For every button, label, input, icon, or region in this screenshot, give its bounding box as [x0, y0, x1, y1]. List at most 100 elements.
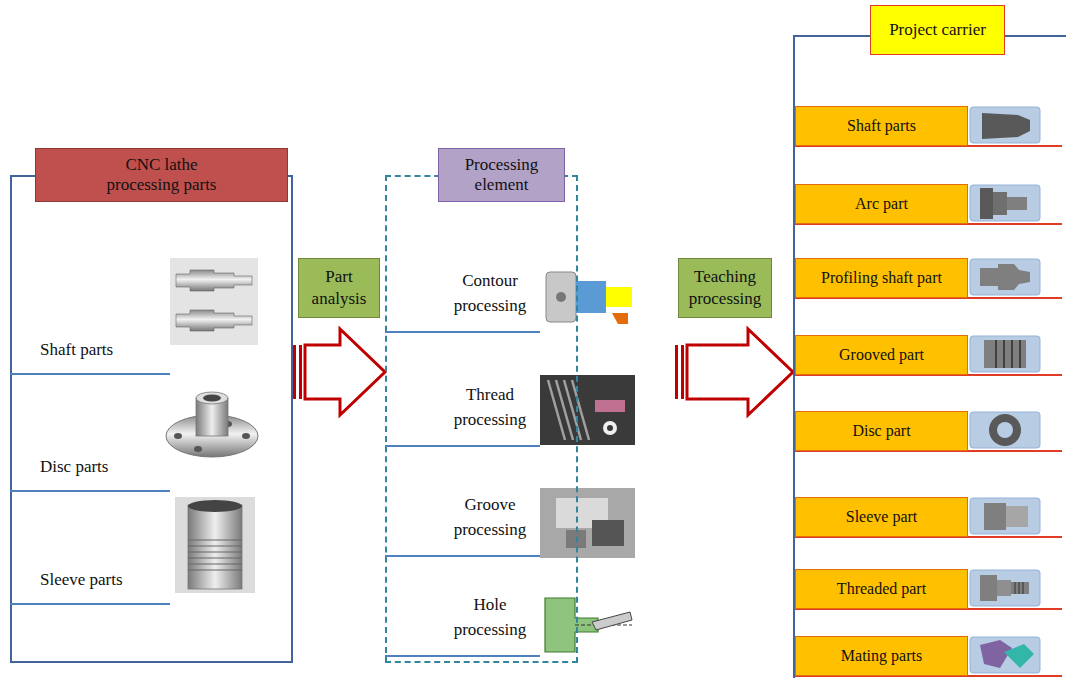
box-label: Disc part: [852, 422, 910, 440]
part-icon-shape: [997, 580, 1011, 596]
hole-picture-shape: [592, 612, 632, 630]
part-icon-shape: [1015, 582, 1023, 594]
box-label: Shaft parts: [847, 117, 916, 135]
part-icon-shape: [989, 414, 1021, 446]
hole-picture-shape: [540, 595, 635, 655]
project-box: Disc part: [795, 411, 968, 451]
item-label: Disc parts: [10, 457, 170, 492]
edge-label: Part analysis: [298, 258, 380, 318]
item-label: Sleeve parts: [10, 570, 170, 605]
arrow-tail-bar: [293, 345, 296, 399]
part-icon-shape: [980, 188, 993, 219]
part-icon-shape: [982, 113, 1030, 139]
part-icon-shape: [970, 336, 1040, 372]
item-label: Hole processing: [385, 592, 540, 657]
sleeve-photo-shape: [188, 563, 242, 564]
part-icon-shape: [980, 575, 997, 601]
thread-picture-shape: [540, 375, 635, 445]
part-icon-shape: [1007, 197, 1027, 210]
arrow-tail-bar: [299, 345, 302, 399]
box-label: Mating parts: [841, 647, 922, 665]
part-icon-shape: [970, 185, 1040, 221]
shaft-photo-shape: [176, 310, 252, 331]
connector: [293, 329, 385, 415]
item-label: Thread processing: [385, 382, 540, 447]
sleeve-photo-shape: [188, 551, 242, 552]
part-icon-shape: [984, 340, 1026, 368]
connector: [675, 329, 793, 415]
project-box: Profiling shaft part: [795, 258, 968, 298]
block-arrow: [305, 329, 385, 415]
part-icon-shape: [997, 422, 1013, 438]
contour-picture-shape: [606, 287, 632, 307]
thread-picture-shape: [603, 421, 617, 435]
arrow-tail-bar: [681, 345, 684, 399]
groove-picture: [540, 488, 635, 558]
part-icon-shape: [970, 412, 1040, 448]
project-box: Shaft parts: [795, 106, 968, 146]
groove-picture-shape: [592, 520, 624, 546]
box-label: Sleeve part: [846, 508, 918, 526]
sleeve-photo-shape: [188, 505, 242, 589]
group-header: Project carrier: [870, 5, 1005, 55]
groove-picture-shape: [540, 488, 635, 558]
edge-label: Teaching processing: [678, 258, 772, 318]
sleeve-photo-shape: [188, 500, 242, 512]
shaft-photo-shape: [176, 270, 252, 291]
part-icon-shape: [970, 107, 1040, 143]
contour-picture-shape: [546, 272, 576, 322]
part-icon-shape: [1004, 644, 1034, 668]
shaft-photo: [170, 258, 258, 345]
disc-photo-shape: [203, 395, 221, 402]
project-box: Threaded part: [795, 569, 968, 609]
part-icon: [970, 107, 1040, 673]
thread-picture-shape: [548, 380, 589, 440]
disc-photo-shape: [174, 433, 182, 439]
sleeve-photo-shape: [188, 569, 242, 570]
part-icon-shape: [984, 503, 1006, 530]
groove-picture-shape: [566, 530, 586, 548]
sleeve-photo-shape: [188, 539, 242, 540]
disc-photo-shape: [242, 433, 250, 439]
sleeve-photo-shape: [188, 545, 242, 546]
contour-picture: [540, 265, 635, 325]
dashed-group-frame: Processing elementContour processingThre…: [385, 175, 578, 663]
arrow-tail-bar: [675, 345, 678, 399]
project-box: Grooved part: [795, 335, 968, 375]
thread-picture-shape: [595, 400, 625, 412]
sleeve-photo: [175, 497, 255, 593]
thread-picture-shape: [607, 425, 613, 431]
box-label: Profiling shaft part: [821, 269, 942, 287]
disc-photo-shape: [196, 392, 228, 404]
group-header: CNC lathe processing parts: [35, 148, 288, 202]
item-label: Shaft parts: [10, 340, 170, 375]
part-icon-shape: [970, 570, 1040, 606]
part-icon-shape: [993, 192, 1007, 215]
group-frame: CNC lathe processing partsShaft partsDis…: [10, 175, 293, 663]
block-arrow: [687, 329, 793, 415]
thread-picture: [540, 375, 635, 445]
group-frame: Project carrierShaft partsArc partProfil…: [793, 35, 1066, 678]
group-header: Processing element: [438, 148, 565, 202]
part-icon-shape: [970, 637, 1040, 673]
contour-picture-shape: [576, 281, 606, 313]
disc-photo-shape: [194, 446, 202, 452]
part-icon-shape: [970, 259, 1040, 295]
shaft-photo-shape: [170, 258, 258, 345]
box-label: Threaded part: [837, 580, 926, 598]
disc-photo: [166, 392, 258, 457]
hole-picture: [540, 595, 635, 655]
box-label: Grooved part: [839, 346, 924, 364]
sleeve-photo-shape: [188, 557, 242, 558]
part-icon-shape: [1011, 582, 1029, 594]
box-label: Arc part: [855, 195, 908, 213]
part-icon-shape: [996, 340, 1020, 368]
item-label: Groove processing: [385, 492, 540, 557]
part-icon-shape: [980, 264, 1030, 290]
part-icon-shape: [1006, 506, 1028, 527]
contour-picture-shape: [612, 313, 628, 324]
sleeve-photo-shape: [175, 497, 255, 593]
part-icon-shape: [970, 498, 1040, 534]
